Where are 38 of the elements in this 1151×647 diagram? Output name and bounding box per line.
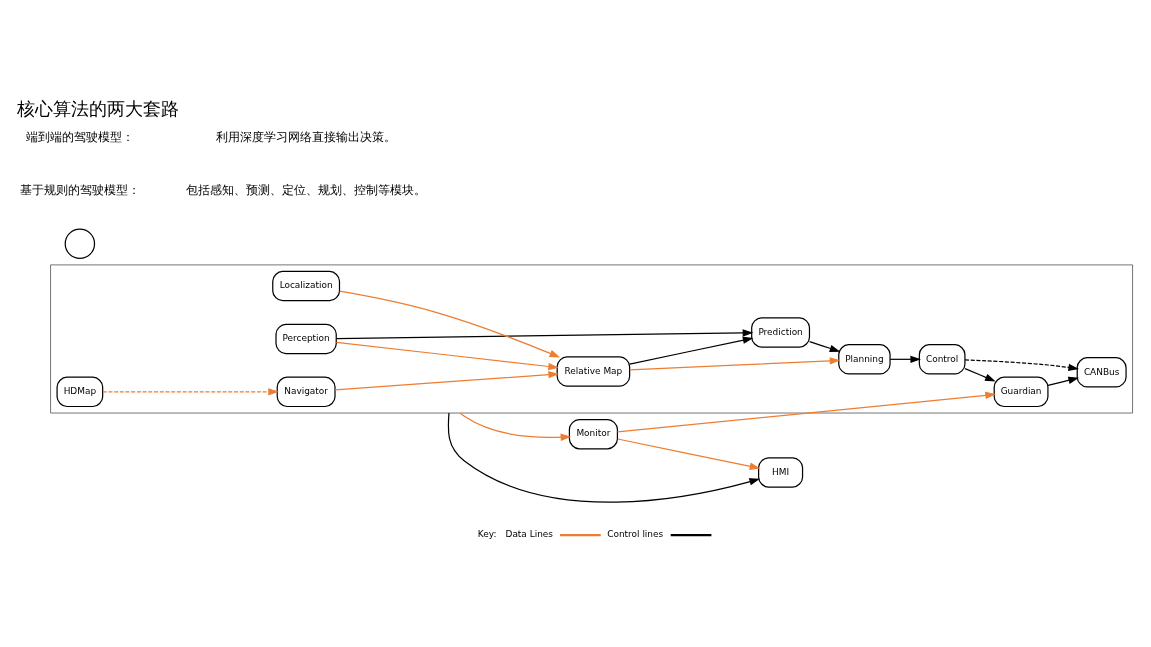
arrow	[964, 359, 1079, 372]
arrow	[334, 370, 559, 391]
arrow	[335, 329, 754, 340]
arrow	[617, 438, 761, 470]
arrow	[629, 357, 841, 371]
node-box: Guardian	[993, 376, 1049, 408]
arrow	[335, 341, 559, 371]
arrow	[459, 412, 572, 441]
diagram-title: 核心算法的两大套路	[17, 97, 180, 119]
label: 利用深度学习网络直接输出决策。	[216, 129, 397, 144]
label: 端到端的驾驶模型：	[25, 129, 134, 144]
cluster	[50, 264, 1133, 414]
label: 包括感知、预测、定位、规划、控制等模块。	[186, 182, 427, 197]
node-box: HMI	[758, 457, 804, 488]
arrow	[447, 412, 760, 503]
arrow	[102, 388, 279, 396]
label: 基于规则的驾驶模型：	[19, 182, 140, 197]
arrow	[889, 355, 921, 364]
legend-label: Data Lines	[505, 529, 553, 540]
node-box: HDMap	[56, 376, 104, 408]
arrow	[964, 368, 996, 382]
node-box: Perception	[275, 323, 337, 355]
arrow	[616, 391, 996, 433]
node-circle	[64, 228, 96, 259]
arrow	[629, 336, 754, 365]
label: Key:	[477, 529, 497, 540]
node-box: Localization	[272, 270, 341, 302]
arrow	[809, 341, 841, 352]
node-box: Monitor	[568, 418, 618, 450]
node-box: CANBus	[1076, 357, 1127, 388]
node-box: Relative Map	[556, 356, 631, 387]
arrow	[339, 290, 561, 358]
arrow	[1047, 376, 1079, 387]
legend-label: Control lines	[607, 529, 664, 540]
node-box: Prediction	[751, 317, 811, 348]
node-box: Planning	[838, 344, 891, 375]
node-box: Navigator	[276, 376, 336, 408]
node-box: Control	[918, 344, 966, 375]
